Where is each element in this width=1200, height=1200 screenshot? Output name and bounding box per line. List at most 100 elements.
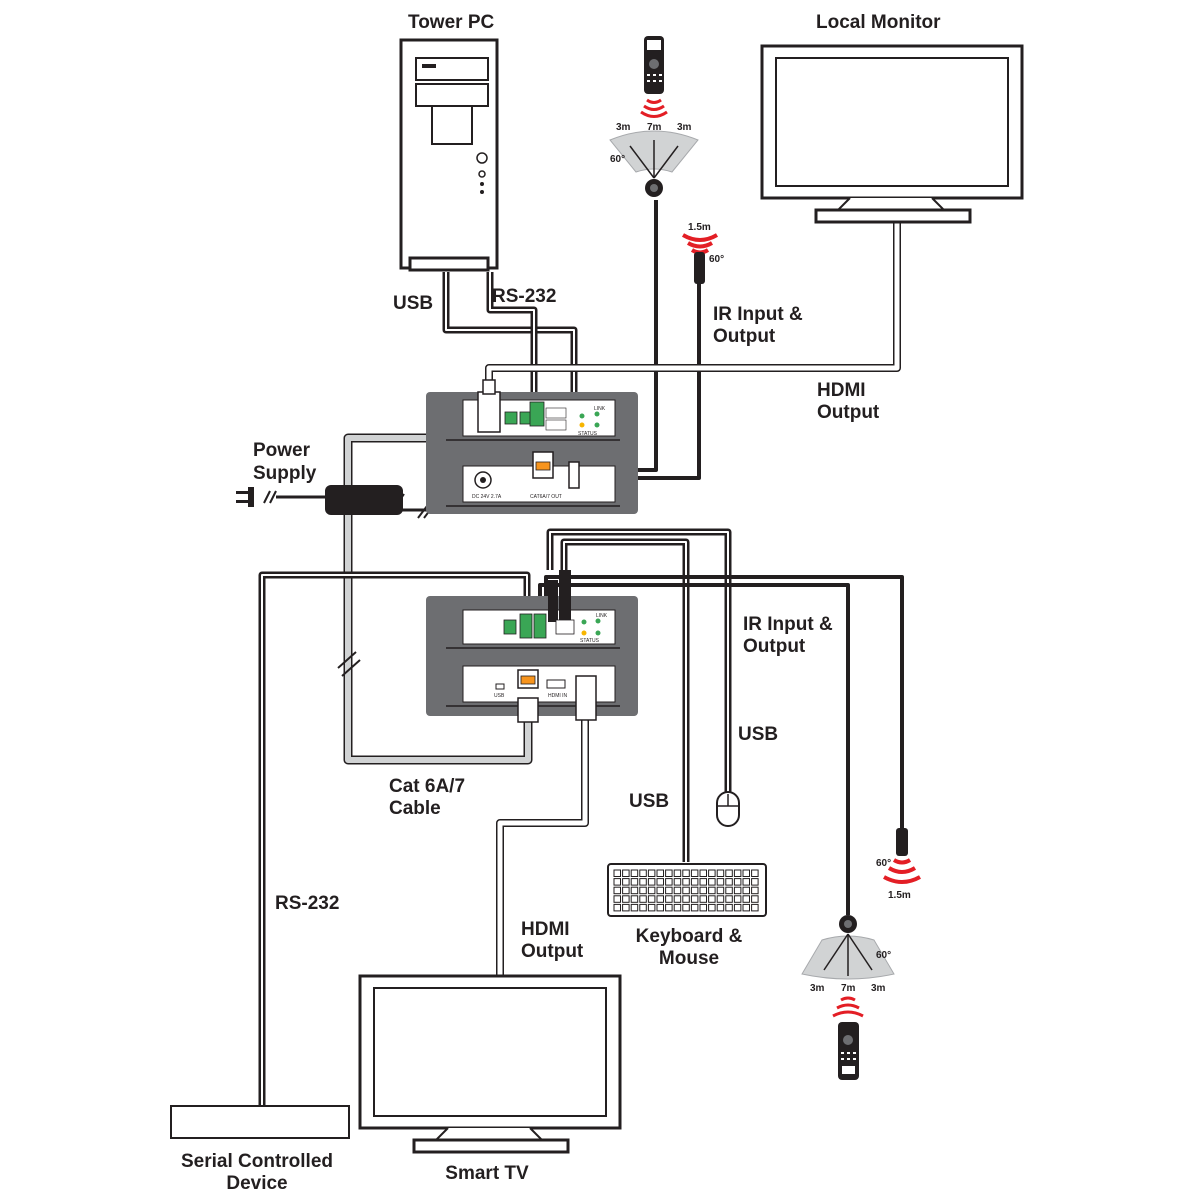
keyboard-key — [690, 886, 699, 895]
ir-emitter-top-angle: 60° — [709, 254, 724, 265]
ir-sensor-top-center: 7m — [647, 122, 662, 133]
smart-tv — [358, 974, 622, 1154]
keyboard-key — [639, 878, 647, 886]
tower-pc-label: Tower PC — [408, 12, 495, 33]
keyboard-key — [622, 878, 630, 886]
keyboard-key — [716, 869, 725, 877]
keyboard-key — [630, 903, 639, 912]
local-monitor-label: Local Monitor — [816, 12, 941, 33]
receiver-unit: USB HDMI IN STATUS LINK — [426, 570, 638, 723]
keyboard-key — [733, 878, 742, 886]
keyboard-key — [725, 869, 733, 877]
keyboard-key — [733, 886, 742, 895]
keyboard-key — [751, 895, 759, 903]
remote-control-top — [640, 36, 668, 118]
usb-keyboard-label: USB — [629, 791, 670, 812]
power-supply-label-line1: Power — [253, 440, 311, 461]
tx-cat-text: CAT6A/7 OUT — [530, 494, 562, 500]
ir-bottom-label-line1: IR Input & — [743, 614, 833, 635]
keyboard-key — [647, 869, 656, 877]
tx-link-text: LINK — [594, 406, 606, 412]
keyboard-key — [647, 878, 656, 886]
keyboard-key — [682, 903, 690, 912]
ir-sensor-top-right: 3m — [677, 122, 692, 133]
ir-emitter-top: 1.5m 60° — [681, 222, 724, 284]
ir-emitter-top-range: 1.5m — [688, 222, 711, 233]
ir-emitter-bottom-angle: 60° — [876, 858, 891, 869]
keyboard-key — [716, 886, 725, 895]
rs232-bottom-label: RS-232 — [275, 893, 340, 914]
keyboard-key — [639, 895, 647, 903]
rs232-top-label: RS-232 — [492, 286, 557, 307]
keyboard-key — [742, 886, 750, 895]
ir-sensor-top-angle: 60° — [610, 154, 625, 165]
keyboard-key — [613, 895, 621, 903]
keyboard-key — [742, 869, 750, 877]
cat-cable-label-line1: Cat 6A/7 — [389, 776, 466, 797]
ir-sensor-top: 3m 7m 3m 60° — [609, 122, 699, 197]
keyboard-key — [708, 878, 716, 886]
keyboard-key — [682, 869, 690, 877]
keyboard-key — [630, 886, 639, 895]
keyboard-key — [708, 903, 716, 912]
serial-device-label-line1: Serial Controlled — [180, 1151, 334, 1172]
keyboard-key — [622, 895, 630, 903]
keyboard-key — [665, 878, 673, 886]
ir-sensor-bottom-center: 7m — [841, 983, 856, 994]
cat-cable-label-line2: Cable — [389, 798, 441, 819]
keyboard-key — [733, 903, 742, 912]
keyboard-key — [630, 869, 639, 877]
keyboard-key — [665, 886, 673, 895]
ir-sensor-bottom-left: 3m — [810, 983, 825, 994]
keyboard-key — [716, 903, 725, 912]
keyboard — [607, 863, 767, 917]
local-monitor — [760, 44, 1024, 224]
keyboard-key — [742, 878, 750, 886]
rx-status-text: STATUS — [580, 638, 600, 644]
ir-sensor-bottom-angle: 60° — [876, 950, 891, 961]
keyboard-key — [647, 886, 656, 895]
keyboard-key — [639, 903, 647, 912]
tower-pc — [399, 38, 499, 272]
keyboard-key — [699, 903, 707, 912]
keyboard-key — [690, 869, 699, 877]
keyboard-key — [665, 869, 673, 877]
tx-dc-text: DC 24V 2.7A — [472, 494, 502, 500]
hdmi-bottom-label-line1: HDMI — [521, 919, 570, 940]
keyboard-key — [613, 903, 621, 912]
rx-hdmi-text: HDMI IN — [548, 693, 568, 699]
keyboard-mouse-label-line1: Keyboard & — [635, 926, 743, 947]
keyboard-key — [673, 886, 682, 895]
ir-emitter-bottom-range: 1.5m — [888, 890, 911, 901]
remote-control-bottom — [832, 996, 864, 1080]
tx-status-text: STATUS — [578, 431, 598, 437]
hdmi-top-label-line1: HDMI — [817, 380, 866, 401]
keyboard-key — [716, 878, 725, 886]
ir-sensor-bottom-right: 3m — [871, 983, 886, 994]
keyboard-key — [622, 886, 630, 895]
keyboard-key — [725, 878, 733, 886]
ir-sensor-bottom: 3m 7m 3m 60° — [801, 915, 895, 994]
keyboard-key — [622, 869, 630, 877]
rx-usb-text: USB — [494, 693, 505, 699]
ir-bottom-label-line2: Output — [743, 636, 806, 657]
keyboard-key — [751, 878, 759, 886]
keyboard-key — [751, 886, 759, 895]
keyboard-key — [751, 869, 759, 877]
keyboard-key — [665, 895, 673, 903]
keyboard-key — [673, 878, 682, 886]
serial-controlled-device — [170, 1105, 350, 1139]
keyboard-key — [639, 869, 647, 877]
keyboard-mouse-label-line2: Mouse — [658, 948, 720, 969]
keyboard-key — [656, 886, 664, 895]
transmitter-unit: DC 24V 2.7A CAT6A/7 OUT STATUS LINK — [426, 379, 638, 514]
usb-top-label: USB — [393, 293, 434, 314]
keyboard-key — [742, 895, 750, 903]
keyboard-key — [742, 903, 750, 912]
keyboard-key — [751, 903, 759, 912]
keyboard-key — [656, 903, 664, 912]
smart-tv-label: Smart TV — [445, 1163, 529, 1184]
keyboard-key — [630, 895, 639, 903]
keyboard-key — [613, 878, 621, 886]
